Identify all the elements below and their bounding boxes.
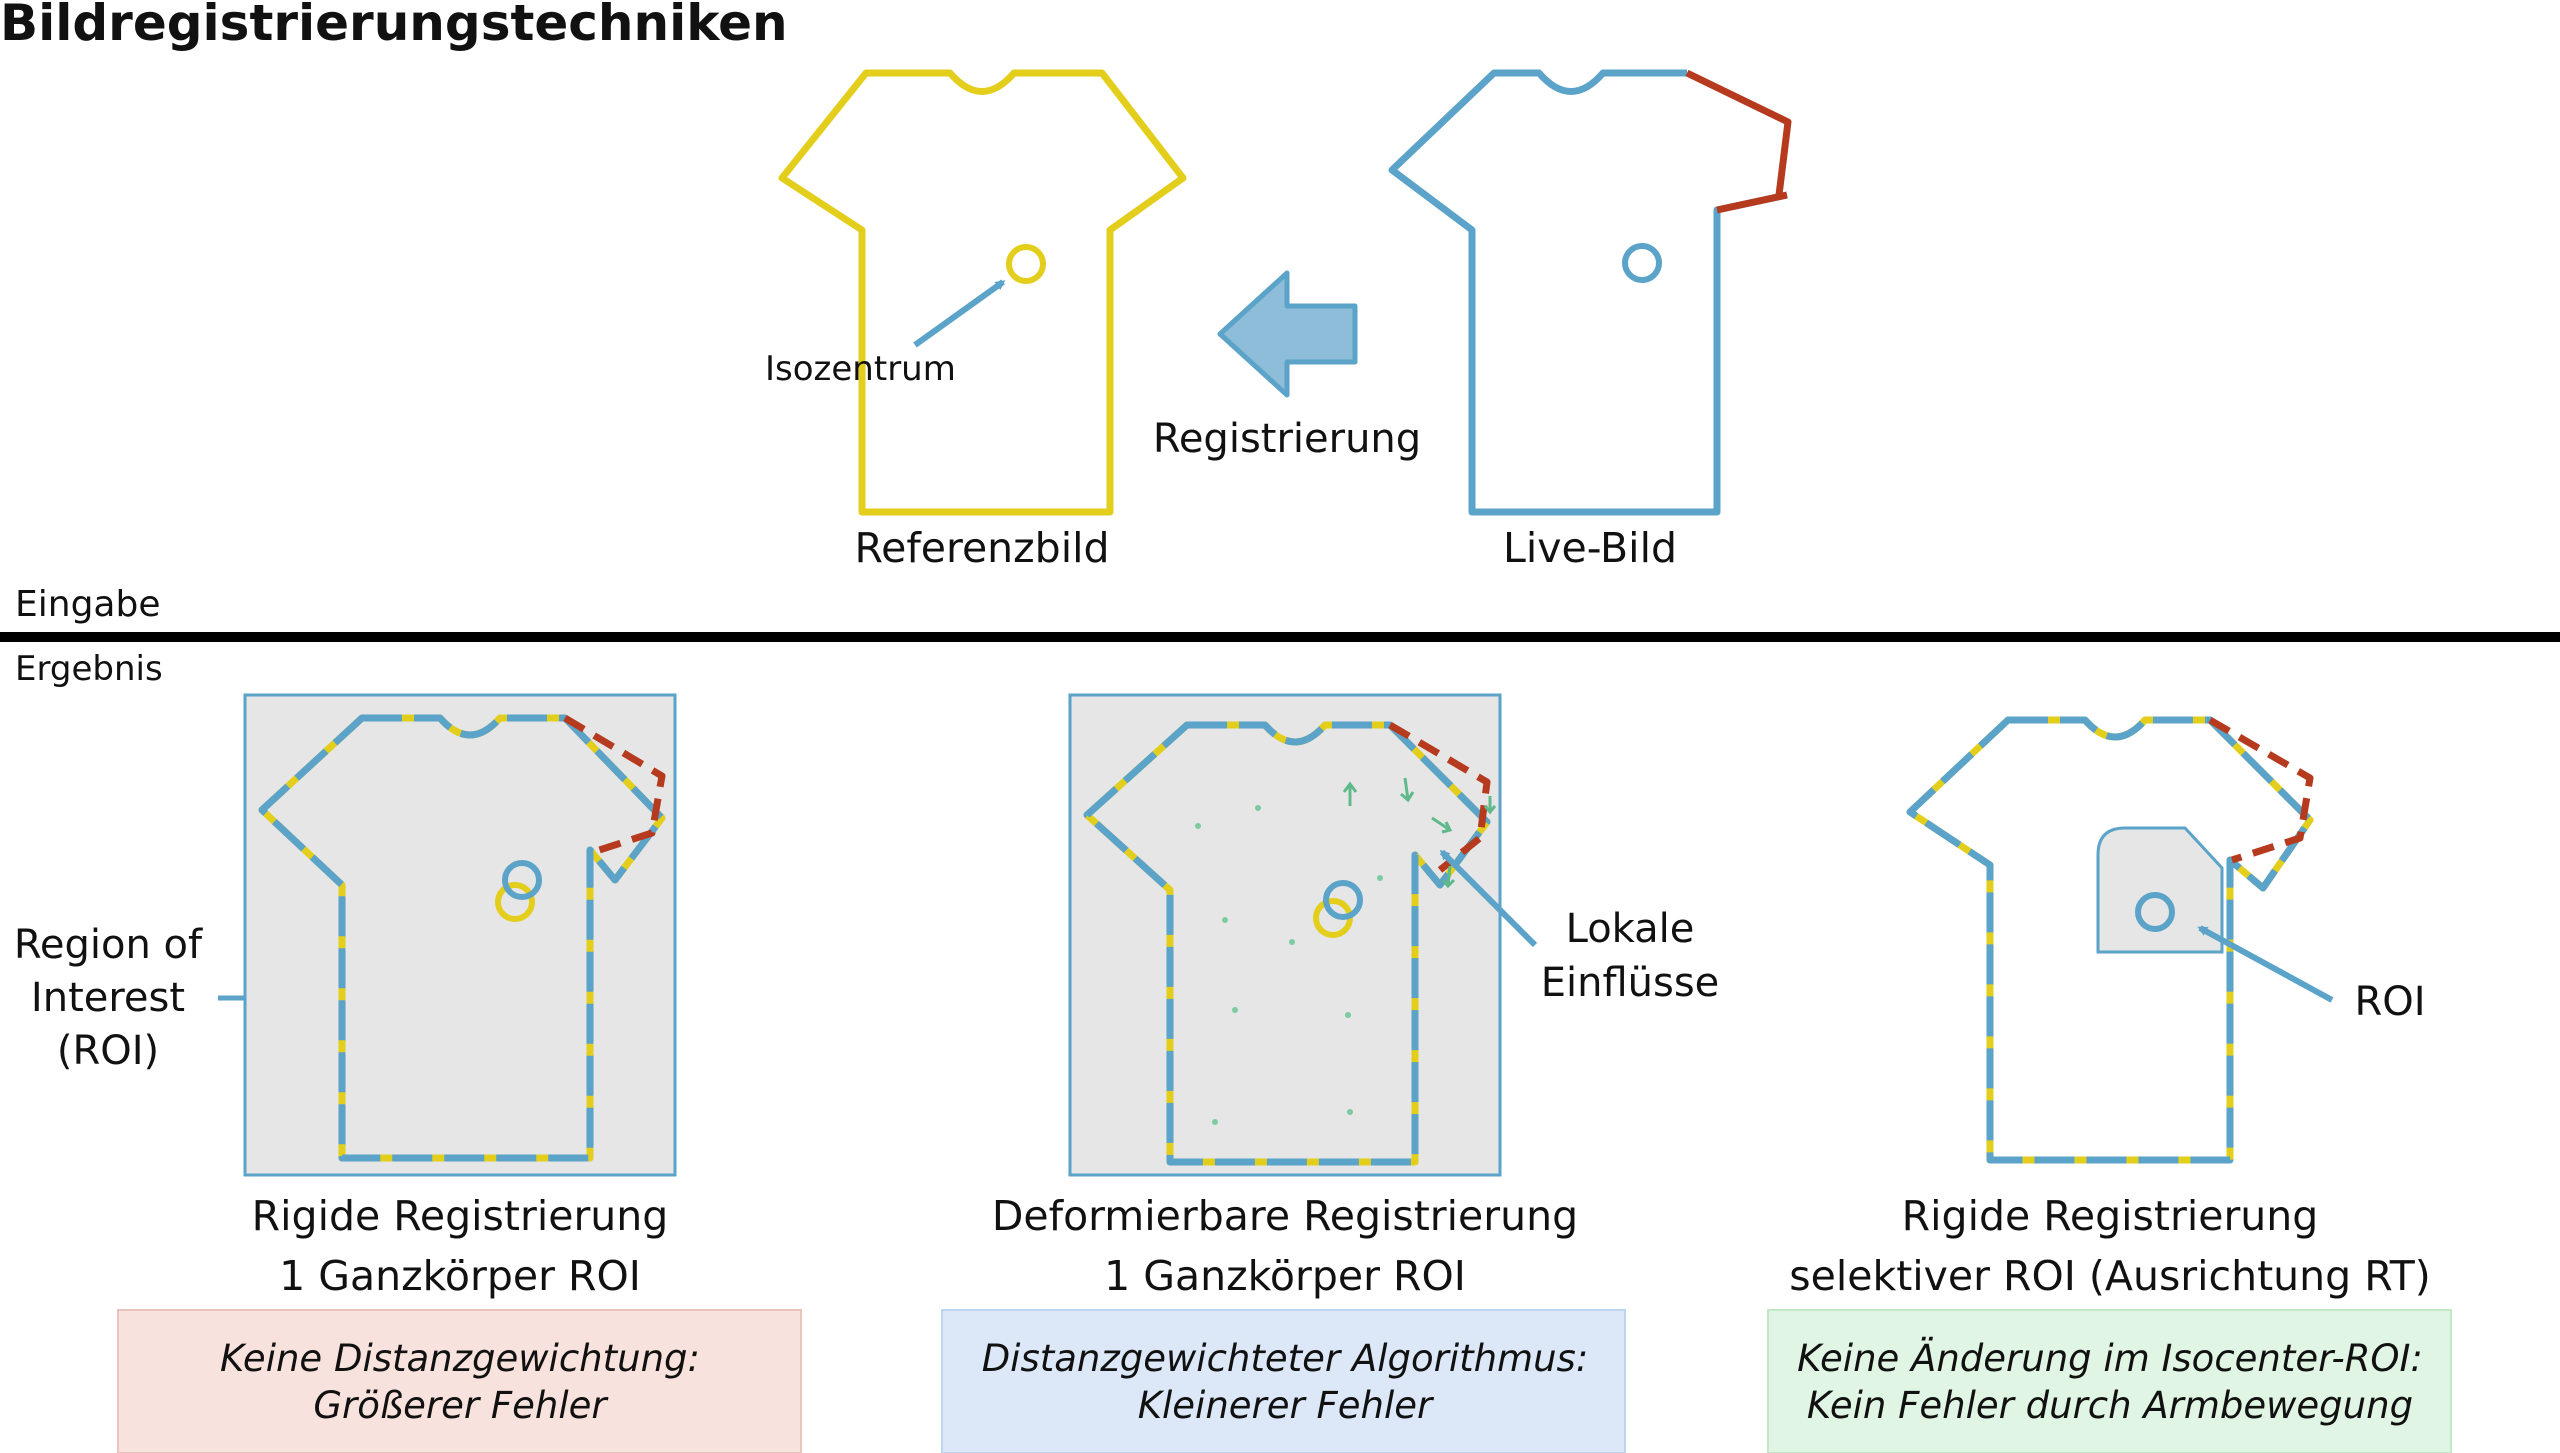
- deformation-vector-field: [1195, 805, 1383, 1125]
- live-shirt-moved-arm: [1685, 69, 1792, 214]
- registration-label: Registrierung: [1153, 416, 1421, 462]
- overlay-shirt-3: [1906, 716, 2314, 1164]
- roi-box-full-body: [243, 693, 677, 1177]
- panel2-note-line1: Distanzgewichteter Algorithmus:: [982, 1337, 1589, 1380]
- isocenter-label: Isozentrum: [765, 349, 956, 389]
- roi-callout-label: ROI: [2354, 979, 2425, 1025]
- panel1-note-line2: Größerer Fehler: [313, 1384, 609, 1427]
- roi-label-line1: Region of: [14, 922, 203, 968]
- panel3-note-line2: Kein Fehler durch Armbewegung: [1807, 1384, 2413, 1427]
- panel1-caption-line2: 1 Ganzkörper ROI: [279, 1252, 641, 1300]
- panel3-caption-line2: selektiver ROI (Ausrichtung RT): [1789, 1252, 2431, 1300]
- isocenter-marker-reference: [495, 882, 535, 922]
- panel1-caption-line1: Rigide Registrierung: [252, 1192, 669, 1240]
- roi-label-line2: Interest: [31, 975, 185, 1021]
- local-effects-label-line1: Lokale: [1566, 906, 1695, 952]
- isocenter-pointer-arrow: [913, 279, 1006, 348]
- panel2-note-box: [941, 1309, 1626, 1453]
- isocenter-marker-live: [1323, 880, 1363, 920]
- panel3-note-box: [1767, 1309, 2452, 1453]
- reference-label: Referenzbild: [854, 524, 1109, 572]
- roi-pointer-arrow: [2197, 925, 2334, 1003]
- roi-box-full-body: [1068, 693, 1502, 1177]
- panel1-note-box: [117, 1309, 802, 1453]
- local-deformation-arrows: [1342, 777, 1497, 889]
- page-title: Bildregistrierungstechniken: [0, 0, 788, 52]
- isocenter-marker-live: [1622, 243, 1662, 283]
- roi-label-line3: (ROI): [57, 1028, 159, 1074]
- registration-arrow: [1217, 270, 1358, 398]
- live-label: Live-Bild: [1503, 524, 1677, 572]
- panel3-note-line1: Keine Änderung im Isocenter-ROI:: [1797, 1337, 2423, 1380]
- local-effects-pointer-arrow: [1439, 849, 1538, 948]
- live-shirt: [1388, 69, 1788, 516]
- isocenter-marker-live: [502, 860, 542, 900]
- overlay-shirt-2: [1083, 721, 1491, 1166]
- panel2-caption-line1: Deformierbare Registrierung: [992, 1192, 1578, 1240]
- input-section-label: Eingabe: [15, 584, 160, 625]
- panel3-caption-line1: Rigide Registrierung: [1902, 1192, 2319, 1240]
- overlay-shirt-1: [258, 714, 666, 1162]
- reference-shirt: [778, 69, 1187, 516]
- isocenter-marker-live: [2135, 892, 2175, 932]
- result-section-label: Ergebnis: [15, 649, 163, 689]
- local-effects-label-line2: Einflüsse: [1541, 960, 1720, 1006]
- panel1-note-line1: Keine Distanzgewichtung:: [220, 1337, 700, 1380]
- selective-roi-box: [2096, 826, 2224, 954]
- isocenter-marker-reference: [1006, 244, 1046, 284]
- panel2-caption-line2: 1 Ganzkörper ROI: [1104, 1252, 1466, 1300]
- panel2-note-line2: Kleinerer Fehler: [1138, 1384, 1435, 1427]
